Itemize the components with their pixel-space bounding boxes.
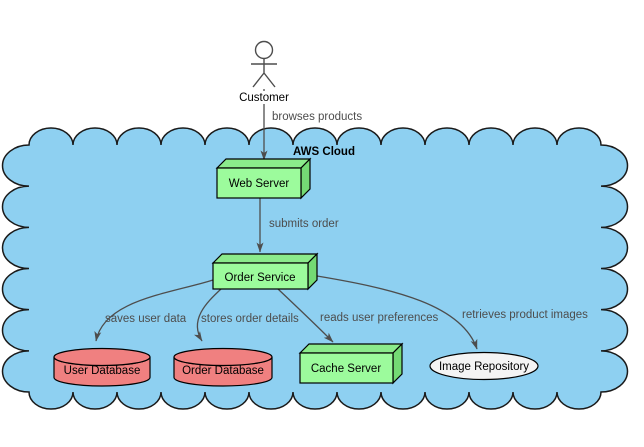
cache-server-top-face [298, 343, 404, 354]
cache-server-front-face [299, 352, 394, 384]
node-order-database[interactable]: Order Database [173, 347, 273, 387]
edge-label-stores-order-details: stores order details [201, 313, 299, 325]
cache-server-label: Cache Server [311, 363, 381, 375]
cloud-title: AWS Cloud [293, 146, 355, 158]
edge-label-retrieves-product-images: retrieves product images [462, 309, 588, 321]
edge-reads-user-preferences[interactable] [277, 288, 334, 343]
web-server-front-face [216, 167, 302, 199]
image-repository-label: Image Repository [439, 361, 529, 373]
edge-retrieves-product-images[interactable] [316, 275, 478, 350]
user-database-label: User Database [64, 365, 141, 377]
node-image-repository[interactable]: Image Repository [429, 351, 539, 381]
edge-label-browses-products: browses products [272, 111, 362, 123]
node-order-service[interactable]: Order Service [211, 252, 319, 291]
order-database-label: Order Database [182, 365, 264, 377]
actor-label-bg [238, 91, 290, 104]
image-repository-shape [429, 351, 539, 381]
edge-labels-layer: browses products submits order saves use… [105, 111, 588, 325]
web-server-label: Web Server [229, 178, 290, 190]
edge-label-reads-user-preferences: reads user preferences [320, 312, 439, 324]
node-web-server[interactable]: Web Server [215, 157, 312, 200]
order-service-top-face [211, 253, 319, 264]
node-cache-server[interactable]: Cache Server [298, 342, 404, 385]
actor-body-icon [251, 58, 277, 88]
order-service-front-face [212, 262, 309, 290]
edge-saves-user-data[interactable] [94, 279, 214, 342]
order-service-label: Order Service [225, 272, 296, 284]
node-user-database[interactable]: User Database [53, 347, 151, 387]
edge-stores-order-details[interactable] [194, 288, 222, 342]
actor-customer[interactable]: Customer [238, 40, 290, 105]
edge-label-submits-order: submits order [269, 218, 339, 230]
order-database-top [173, 347, 273, 367]
web-server-top-face [215, 158, 312, 169]
actor-label: Customer [239, 92, 289, 104]
edge-label-saves-user-data: saves user data [105, 313, 187, 325]
actor-head-icon [254, 40, 274, 60]
user-database-top [53, 347, 151, 367]
